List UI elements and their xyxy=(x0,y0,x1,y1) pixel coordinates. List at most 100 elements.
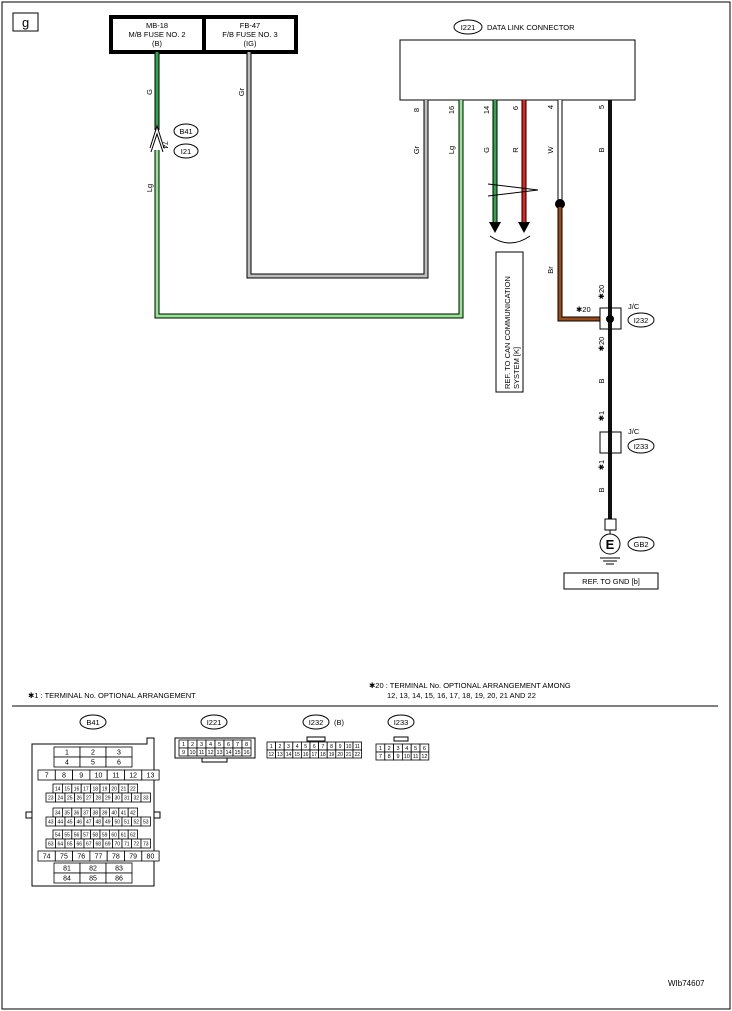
b41-code: B41 xyxy=(86,718,99,727)
pin-number: 27 xyxy=(86,795,92,801)
pin-number: 1 xyxy=(65,750,69,757)
pin-number: 83 xyxy=(115,866,123,873)
pin-cell xyxy=(141,850,160,862)
pin-number: 12 xyxy=(421,754,427,760)
pin-number: 33 xyxy=(143,795,149,801)
pin-number: 80 xyxy=(147,854,155,861)
inline-code-top: B41 xyxy=(179,127,192,136)
pin-number: 8 xyxy=(245,742,248,748)
pin-number: 6 xyxy=(117,760,121,767)
pin-number: 20 xyxy=(111,786,117,792)
pin-cell xyxy=(105,756,133,768)
pin-number: 54 xyxy=(55,832,61,838)
pin-number: 26 xyxy=(76,795,82,801)
pin-number: 58 xyxy=(93,832,99,838)
pin-14-num: 14 xyxy=(482,106,491,114)
pin-cell xyxy=(352,749,363,759)
pin-number: 10 xyxy=(346,744,352,750)
pin-cell xyxy=(105,872,133,884)
wire-gr-top-label: Gr xyxy=(237,87,246,96)
pin-number: 37 xyxy=(83,810,89,816)
pin-number: 84 xyxy=(63,876,71,883)
pin-number: 49 xyxy=(105,819,111,825)
note-20-line1: ✱20 : TERMINAL No. OPTIONAL ARRANGEMENT … xyxy=(369,681,571,690)
pin-number: 47 xyxy=(86,819,92,825)
pin-number: 13 xyxy=(216,750,222,756)
ground-symbol: E xyxy=(606,537,615,552)
pin-number: 51 xyxy=(124,819,130,825)
pin-4-num: 4 xyxy=(546,105,555,109)
pin-number: 43 xyxy=(48,819,54,825)
pin-number: 3 xyxy=(200,742,203,748)
wire-r-label: R xyxy=(511,147,520,153)
pin-number: 9 xyxy=(182,750,185,756)
pin-number: 16 xyxy=(74,786,80,792)
pin-number: 10 xyxy=(95,773,103,780)
fuse2-line3: (IG) xyxy=(244,39,257,48)
pin-number: 11 xyxy=(413,754,419,760)
pin-number: 6 xyxy=(313,744,316,750)
pin-number: 28 xyxy=(95,795,101,801)
pin-number: 7 xyxy=(379,754,382,760)
pin-number: 19 xyxy=(102,786,108,792)
pin-number: 9 xyxy=(396,754,399,760)
pin-number: 8 xyxy=(330,744,333,750)
pin-number: 32 xyxy=(133,795,139,801)
pin-16-num: 16 xyxy=(447,106,456,114)
pin-number: 5 xyxy=(414,746,417,752)
pin-number: 64 xyxy=(57,841,63,847)
pin-number: 9 xyxy=(79,773,83,780)
inline-connector: 74 B41 I21 xyxy=(149,123,199,159)
can-ref-line2: SYSTEM [K] xyxy=(512,347,521,389)
wire-lg-left-label: Lg xyxy=(145,184,154,192)
pin-number: 11 xyxy=(112,773,119,780)
pin-number: 66 xyxy=(76,841,82,847)
pin-number: 29 xyxy=(105,795,111,801)
pin-number: 82 xyxy=(89,866,97,873)
pin-number: 15 xyxy=(64,786,70,792)
pin-number: 17 xyxy=(83,786,89,792)
i232-code: I232 xyxy=(309,718,324,727)
pin-number: 7 xyxy=(322,744,325,750)
pin-number: 46 xyxy=(76,819,82,825)
joint-connector-i233: ✱1 ✱1 J/C I233 xyxy=(597,411,655,470)
pin-number: 45 xyxy=(67,819,73,825)
dlc-code: I221 xyxy=(461,23,476,32)
fuse2-line2: F/B FUSE NO. 3 xyxy=(222,30,277,39)
pin-number: 44 xyxy=(57,819,63,825)
pin-number: 2 xyxy=(191,742,194,748)
fuse1-line1: MB-18 xyxy=(146,21,168,30)
can-ref-box: REF. TO CAN COMMUNICATION SYSTEM [K] xyxy=(495,251,524,393)
fuse-box-group: MB-18 M/B FUSE NO. 2 (B) FB-47 F/B FUSE … xyxy=(109,15,298,54)
pin-5-num: 5 xyxy=(597,105,606,109)
pin-number: 1 xyxy=(182,742,185,748)
pin-number: 59 xyxy=(102,832,108,838)
fuse1-line3: (B) xyxy=(152,39,163,48)
inline-code-bottom: I21 xyxy=(181,147,191,156)
pin-number: 11 xyxy=(355,744,360,750)
pin-number: 67 xyxy=(86,841,92,847)
pin-number: 22 xyxy=(355,752,361,758)
pin-number: 74 xyxy=(43,854,51,861)
pin-number: 4 xyxy=(65,760,69,767)
pin-number: 15 xyxy=(234,750,240,756)
pin-number: 13 xyxy=(147,773,155,780)
pin-number: 77 xyxy=(95,854,103,861)
pin-number: 81 xyxy=(63,866,71,873)
pin-number: 39 xyxy=(102,810,108,816)
jc2-bottom-mark: ✱1 xyxy=(597,460,606,470)
pin-number: 5 xyxy=(91,760,95,767)
pin-number: 19 xyxy=(329,752,335,758)
wire-w-label: W xyxy=(546,146,555,154)
pin-number: 38 xyxy=(93,810,99,816)
ground-code: GB2 xyxy=(633,540,648,549)
pin-cell xyxy=(141,769,160,781)
pin-number: 79 xyxy=(129,854,137,861)
pin-number: 2 xyxy=(388,746,391,752)
pin-number: 21 xyxy=(121,786,127,792)
pin-number: 34 xyxy=(55,810,61,816)
ground-ref: REF. TO GND [b] xyxy=(582,577,640,586)
pin-number: 72 xyxy=(133,841,139,847)
